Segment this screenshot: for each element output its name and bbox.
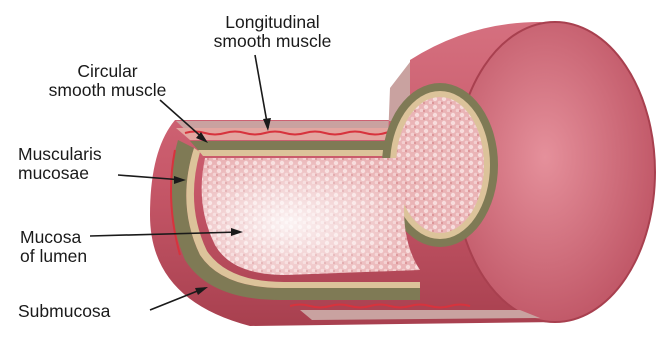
label-circular-smooth-muscle: Circular smooth muscle bbox=[30, 62, 185, 100]
label-muscularis-mucosae: Muscularis mucosae bbox=[18, 145, 102, 183]
mucosa-far-opening bbox=[396, 97, 484, 233]
label-submucosa: Submucosa bbox=[18, 302, 110, 321]
label-mucosa-of-lumen: Mucosa of lumen bbox=[20, 228, 87, 266]
label-longitudinal-smooth-muscle: Longitudinal smooth muscle bbox=[185, 13, 360, 51]
